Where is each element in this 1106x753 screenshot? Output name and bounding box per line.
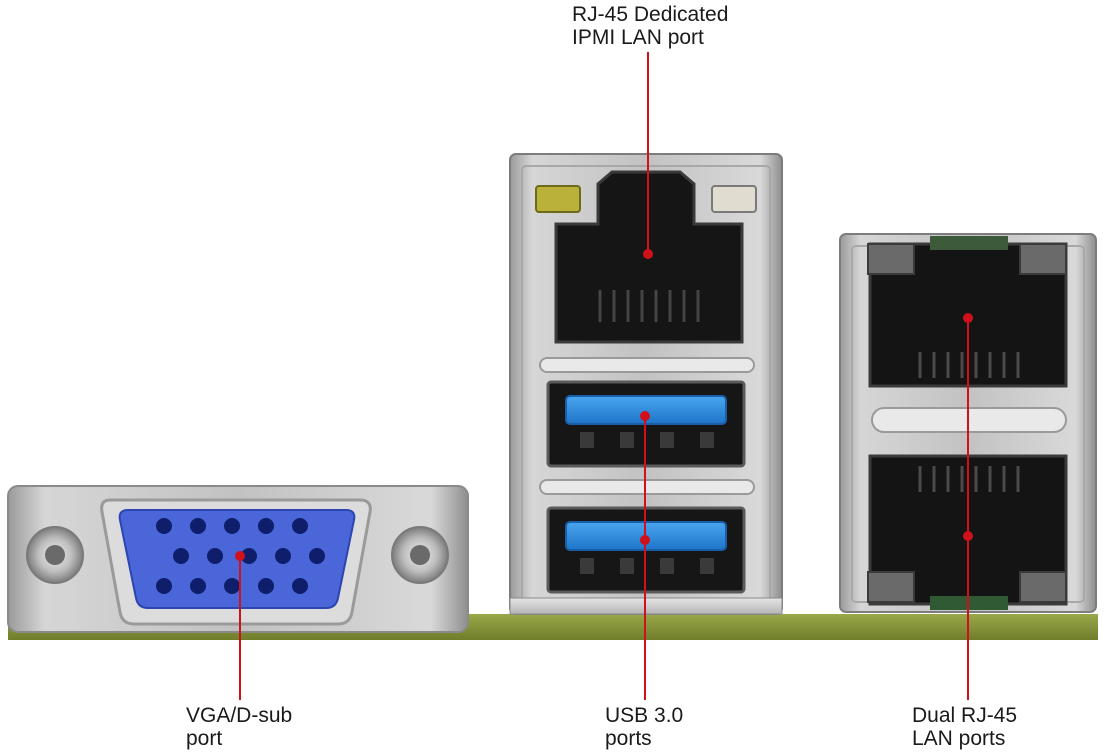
vga-pin [190, 578, 206, 594]
vga-pin [275, 548, 291, 564]
callout-dot-lan-top [963, 313, 973, 323]
label-ipmi-line2: IPMI LAN port [572, 26, 704, 49]
vga-pin [292, 518, 308, 534]
callout-dot-usb-top [640, 411, 650, 421]
label-lan-ports: Dual RJ-45 LAN ports [912, 704, 1017, 750]
vga-pin [156, 578, 172, 594]
label-ipmi-lan-port: RJ-45 Dedicated IPMI LAN port [572, 3, 728, 49]
vga-pin [173, 548, 189, 564]
label-lan-line1: Dual RJ-45 [912, 704, 1018, 727]
ipmi-led-right [711, 185, 757, 213]
vga-pin [292, 578, 308, 594]
vga-pins [156, 518, 325, 594]
vga-pin [258, 578, 274, 594]
callouts [235, 52, 973, 700]
vga-pin [224, 578, 240, 594]
vga-pin [207, 548, 223, 564]
vga-pin [224, 518, 240, 534]
label-usb-ports: USB 3.0 ports [605, 704, 683, 750]
label-usb-line1: USB 3.0 [605, 704, 684, 727]
vga-pin [156, 518, 172, 534]
label-vga-line2: port [186, 727, 223, 750]
callout-dot-ipmi [643, 249, 653, 259]
label-usb-line2: ports [605, 727, 652, 750]
label-lan-line2: LAN ports [912, 727, 1006, 750]
callout-dot-lan-bottom [963, 531, 973, 541]
callout-dot-vga [235, 551, 245, 561]
vga-pin [190, 518, 206, 534]
ipmi-led-left [535, 185, 581, 213]
vga-pin [241, 548, 257, 564]
vga-pin [258, 518, 274, 534]
callout-dot-usb-bottom [640, 535, 650, 545]
label-vga-port: VGA/D-sub port [186, 704, 292, 750]
label-vga-line1: VGA/D-sub [186, 704, 293, 727]
vga-pin [309, 548, 325, 564]
label-ipmi-line1: RJ-45 Dedicated [572, 3, 729, 26]
